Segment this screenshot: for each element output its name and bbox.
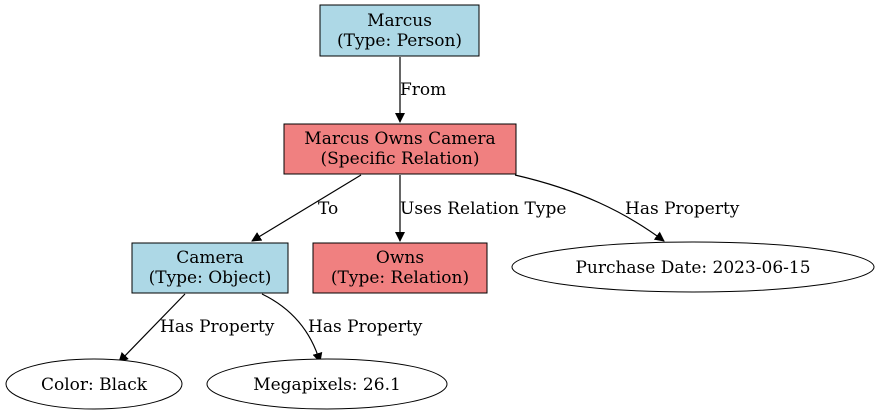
node-marcus-owns-camera: Marcus Owns Camera (Specific Relation): [283, 123, 517, 175]
node-owns-label: Owns: [376, 248, 424, 268]
node-camera-type: (Type: Object): [149, 268, 272, 288]
node-color: Color: Black: [5, 358, 183, 410]
edge-camera-to-color: Has Property: [118, 293, 275, 363]
node-megapixels-label: Megapixels: 26.1: [253, 375, 401, 395]
edge-relation-to-camera: To: [251, 174, 362, 242]
edge-marcus-to-relation: From: [395, 57, 446, 123]
node-camera-label: Camera: [176, 248, 244, 268]
node-owns-type: (Type: Relation): [331, 268, 469, 288]
node-marcus-owns-camera-type: (Specific Relation): [321, 149, 480, 169]
node-marcus: Marcus (Type: Person): [319, 4, 480, 57]
edge-label-uses-relation-type: Uses Relation Type: [400, 199, 566, 219]
edge-label-from: From: [400, 80, 446, 100]
node-color-label: Color: Black: [41, 375, 148, 395]
node-megapixels: Megapixels: 26.1: [206, 358, 448, 410]
edge-label-has-property: Has Property: [160, 317, 275, 337]
edge-relation-to-purchase-date: Has Property: [514, 174, 740, 242]
node-marcus-owns-camera-label: Marcus Owns Camera: [304, 129, 495, 149]
node-owns: Owns (Type: Relation): [312, 242, 488, 294]
edge-label-to: To: [318, 199, 338, 219]
node-marcus-type: (Type: Person): [337, 31, 462, 51]
node-marcus-label: Marcus: [367, 11, 432, 31]
edge-label-has-property: Has Property: [625, 199, 740, 219]
edge-label-has-property: Has Property: [308, 317, 423, 337]
node-purchase-date-label: Purchase Date: 2023-06-15: [575, 258, 810, 278]
edge-camera-to-megapixels: Has Property: [261, 293, 423, 363]
node-camera: Camera (Type: Object): [131, 242, 289, 294]
edge-relation-to-owns: Uses Relation Type: [395, 175, 566, 242]
node-purchase-date: Purchase Date: 2023-06-15: [511, 241, 875, 293]
